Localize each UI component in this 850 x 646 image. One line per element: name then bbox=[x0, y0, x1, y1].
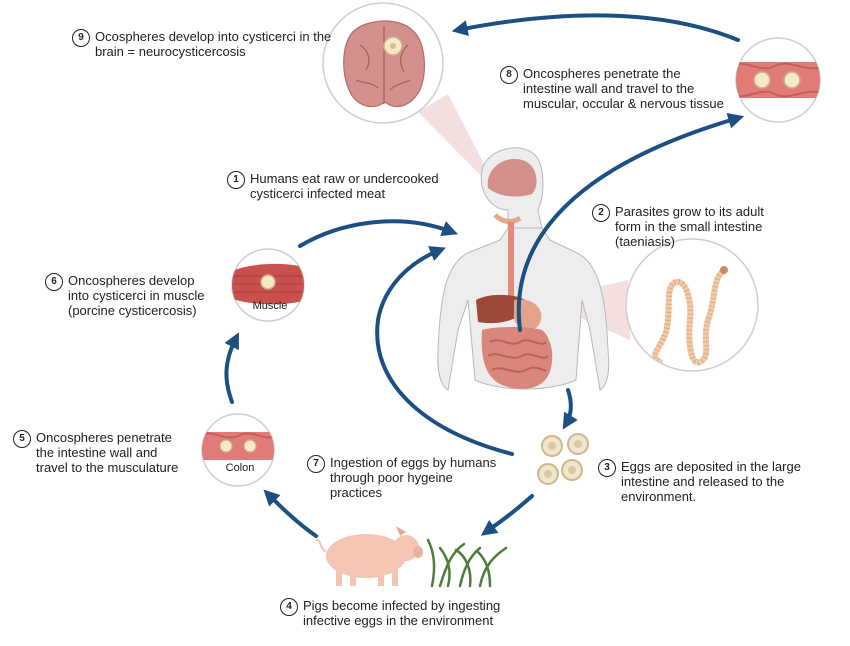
cysticercus-in-muscle bbox=[260, 274, 276, 290]
eggs-cluster bbox=[537, 433, 589, 485]
step-7-number: 7 bbox=[307, 455, 325, 473]
step-7: 7 Ingestion of eggs by humans through po… bbox=[307, 455, 496, 500]
step-1-number: 1 bbox=[227, 171, 245, 189]
arrow-3-to-4 bbox=[480, 494, 534, 536]
arrow-8-to-9 bbox=[451, 13, 740, 42]
arrow-7-to-1 bbox=[375, 246, 514, 456]
grass-illustration bbox=[426, 538, 508, 588]
brain-organ bbox=[487, 158, 537, 197]
step-9: 9 Ocospheres develop into cysticerci in … bbox=[72, 29, 331, 59]
step-4-number: 4 bbox=[280, 598, 298, 616]
step-9-number: 9 bbox=[72, 29, 90, 47]
step-4-text: Pigs become infected by ingesting infect… bbox=[303, 598, 501, 628]
step-4: 4 Pigs become infected by ingesting infe… bbox=[280, 598, 500, 628]
arrow-intestine-to-8 bbox=[516, 113, 745, 332]
step-2-number: 2 bbox=[592, 204, 610, 222]
step-8-text: Oncospheres penetrate the intestine wall… bbox=[523, 66, 724, 111]
muscle-label: Muscle bbox=[252, 300, 288, 312]
step-6-text: Oncospheres develop into cysticerci in m… bbox=[68, 273, 205, 318]
arrow-5-to-6 bbox=[224, 332, 239, 404]
step-6: 6 Oncospheres develop into cysticerci in… bbox=[45, 273, 205, 318]
step-3-text: Eggs are deposited in the large intestin… bbox=[621, 459, 801, 504]
step-3-number: 3 bbox=[598, 459, 616, 477]
arrow-2-to-3 bbox=[562, 388, 578, 430]
step-7-text: Ingestion of eggs by humans through poor… bbox=[330, 455, 497, 500]
step-5-text: Oncospheres penetrate the intestine wall… bbox=[36, 430, 179, 475]
step-2-text: Parasites grow to its adult form in the … bbox=[615, 204, 764, 249]
step-5: 5 Oncospheres penetrate the intestine wa… bbox=[13, 430, 178, 475]
step-3: 3 Eggs are deposited in the large intest… bbox=[598, 459, 801, 504]
step-9-text: Ocospheres develop into cysticerci in th… bbox=[95, 29, 332, 59]
step-2: 2 Parasites grow to its adult form in th… bbox=[592, 204, 764, 249]
brain-callout-wedge bbox=[418, 94, 500, 195]
esophagus bbox=[508, 222, 514, 310]
pig-illustration bbox=[315, 526, 423, 586]
step-5-number: 5 bbox=[13, 430, 31, 448]
arrow-4-to-5 bbox=[263, 489, 318, 538]
cycle-arrows bbox=[224, 13, 745, 538]
step-6-number: 6 bbox=[45, 273, 63, 291]
step-8-number: 8 bbox=[500, 66, 518, 84]
tapeworm-head bbox=[720, 266, 728, 274]
step-1-text: Humans eat raw or undercooked cysticerci… bbox=[250, 171, 439, 201]
arrow-6-to-1 bbox=[298, 219, 458, 248]
step-8: 8 Oncospheres penetrate the intestine wa… bbox=[500, 66, 724, 111]
colon-label: Colon bbox=[225, 462, 255, 474]
step-1: 1 Humans eat raw or undercooked cysticer… bbox=[227, 171, 439, 201]
